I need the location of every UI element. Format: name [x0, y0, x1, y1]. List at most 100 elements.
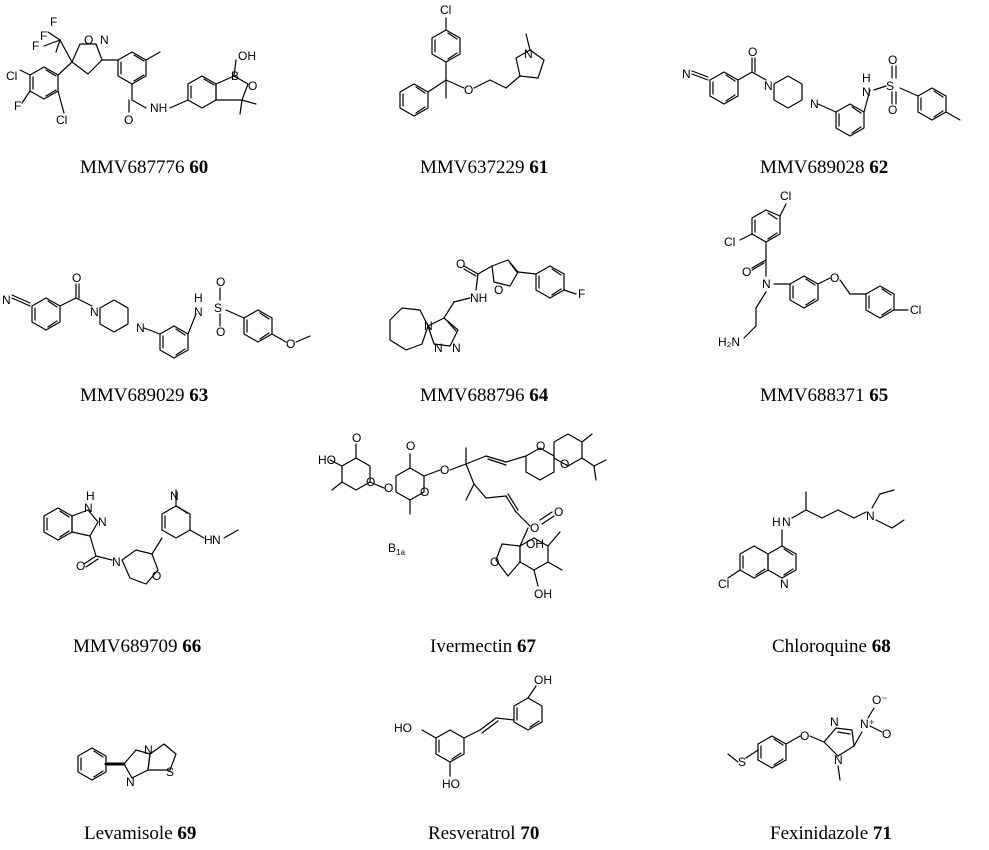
- svg-text:O: O: [440, 463, 449, 477]
- svg-text:N: N: [782, 515, 791, 529]
- svg-text:N: N: [780, 577, 789, 591]
- caption-68: Chloroquine 68: [772, 636, 891, 657]
- svg-text:B: B: [388, 541, 396, 555]
- svg-text:N: N: [84, 501, 93, 515]
- svg-text:HO: HO: [318, 453, 336, 467]
- svg-text:N: N: [834, 753, 843, 767]
- structure-mmv688796: N N N NH O O F MMV688796 64: [330, 190, 660, 410]
- svg-text:N⁺: N⁺: [860, 717, 875, 731]
- structure-mmv689709: H N N O N O N H N MMV689709 66: [0, 420, 330, 660]
- svg-text:F: F: [50, 15, 57, 29]
- svg-text:O: O: [406, 439, 415, 453]
- svg-text:Cl: Cl: [6, 69, 17, 83]
- svg-text:N: N: [144, 743, 153, 757]
- svg-text:Cl: Cl: [910, 303, 921, 317]
- structure-ivermectin: O HO O O O O O O O: [318, 420, 660, 660]
- svg-text:OH: OH: [534, 587, 552, 601]
- svg-text:N: N: [866, 509, 875, 523]
- svg-text:O: O: [72, 271, 81, 285]
- svg-text:N: N: [2, 293, 11, 307]
- svg-text:O: O: [216, 325, 225, 339]
- svg-text:Cl: Cl: [780, 189, 791, 203]
- svg-text:N: N: [136, 321, 145, 335]
- structure-drawing-63: N O N N H N S O O O: [2, 271, 311, 359]
- svg-text:S: S: [738, 755, 746, 769]
- structure-drawing-69: N N S: [77, 743, 177, 789]
- svg-text:N: N: [194, 305, 203, 319]
- caption-71: Fexinidazole 71: [770, 823, 892, 844]
- structure-mmv689028: N O N N H N S O O: [660, 0, 989, 180]
- svg-text:O⁻: O⁻: [872, 693, 888, 707]
- structure-chloroquine: N Cl H N N Chloroquine 68: [660, 420, 989, 660]
- svg-text:Cl: Cl: [718, 577, 729, 591]
- structure-mmv637229: Cl O N MMV637229 61: [330, 0, 660, 180]
- structure-drawing-68: N Cl H N N: [718, 489, 905, 591]
- svg-text:1a: 1a: [396, 548, 405, 557]
- svg-text:N: N: [862, 85, 871, 99]
- svg-text:O: O: [748, 45, 757, 59]
- svg-text:N: N: [98, 515, 107, 529]
- svg-text:O: O: [76, 559, 85, 573]
- svg-text:O: O: [530, 521, 539, 535]
- svg-text:N: N: [810, 97, 819, 111]
- structure-mmv689029: N O N N H N S O O O MMV6: [0, 190, 330, 410]
- svg-text:B: B: [231, 69, 239, 83]
- svg-text:O: O: [536, 439, 545, 453]
- caption-61: MMV637229 61: [420, 157, 549, 178]
- svg-text:O: O: [888, 53, 897, 67]
- structure-resveratrol: HO HO OH Resveratrol 70: [330, 670, 660, 850]
- structure-drawing-65: Cl Cl O N H₂N O Cl: [718, 189, 921, 349]
- svg-text:O: O: [494, 283, 503, 297]
- svg-text:N: N: [424, 319, 433, 333]
- svg-text:O: O: [420, 485, 429, 499]
- svg-text:O: O: [742, 265, 751, 279]
- structure-drawing-70: HO HO OH: [394, 673, 552, 791]
- svg-text:H: H: [772, 515, 781, 529]
- svg-text:NH: NH: [470, 291, 487, 305]
- structure-levamisole: N N S Levamisole 69: [0, 670, 330, 850]
- svg-text:F: F: [40, 29, 47, 43]
- svg-text:N: N: [764, 79, 773, 93]
- structure-drawing-71: S O N N N⁺ O⁻ O: [727, 693, 891, 781]
- caption-62: MMV689028 62: [760, 157, 889, 178]
- svg-text:S: S: [214, 301, 222, 315]
- svg-text:N: N: [682, 67, 691, 81]
- svg-text:H: H: [86, 489, 95, 503]
- caption-65: MMV688371 65: [760, 385, 889, 406]
- svg-text:F: F: [14, 99, 21, 113]
- svg-text:O: O: [464, 83, 473, 97]
- svg-text:S: S: [166, 765, 174, 779]
- svg-text:OH: OH: [534, 673, 552, 687]
- svg-text:O: O: [248, 79, 257, 93]
- svg-text:H: H: [194, 291, 203, 305]
- caption-70: Resveratrol 70: [428, 823, 540, 844]
- svg-text:O: O: [352, 431, 361, 445]
- structure-drawing-60: Cl F Cl F F F O N O NH B O: [6, 15, 257, 127]
- svg-text:N: N: [434, 341, 443, 355]
- svg-text:H₂N: H₂N: [718, 335, 740, 349]
- svg-text:H: H: [862, 71, 871, 85]
- svg-text:O: O: [490, 555, 499, 569]
- svg-text:O: O: [124, 113, 133, 127]
- svg-text:HO: HO: [394, 721, 412, 735]
- svg-text:OH: OH: [526, 537, 544, 551]
- structure-drawing-66: H N N O N O N H N: [43, 489, 239, 585]
- svg-text:O: O: [560, 457, 569, 471]
- svg-text:Cl: Cl: [724, 235, 735, 249]
- structure-mmv687776: Cl F Cl F F F O N O NH B O: [0, 0, 330, 180]
- svg-text:S: S: [886, 79, 894, 93]
- structure-drawing-67: O HO O O O O O O O: [318, 431, 607, 601]
- svg-text:Cl: Cl: [56, 113, 67, 127]
- svg-text:O: O: [84, 33, 93, 47]
- svg-text:O: O: [882, 727, 891, 741]
- svg-text:Cl: Cl: [440, 3, 451, 17]
- svg-text:N: N: [170, 489, 179, 503]
- caption-66: MMV689709 66: [73, 636, 202, 657]
- caption-60: MMV687776 60: [80, 157, 209, 178]
- svg-text:O: O: [286, 337, 295, 351]
- svg-text:F: F: [578, 287, 585, 301]
- svg-text:O: O: [216, 275, 225, 289]
- svg-text:OH: OH: [238, 49, 256, 63]
- svg-text:NH: NH: [150, 101, 167, 115]
- caption-63: MMV689029 63: [80, 385, 209, 406]
